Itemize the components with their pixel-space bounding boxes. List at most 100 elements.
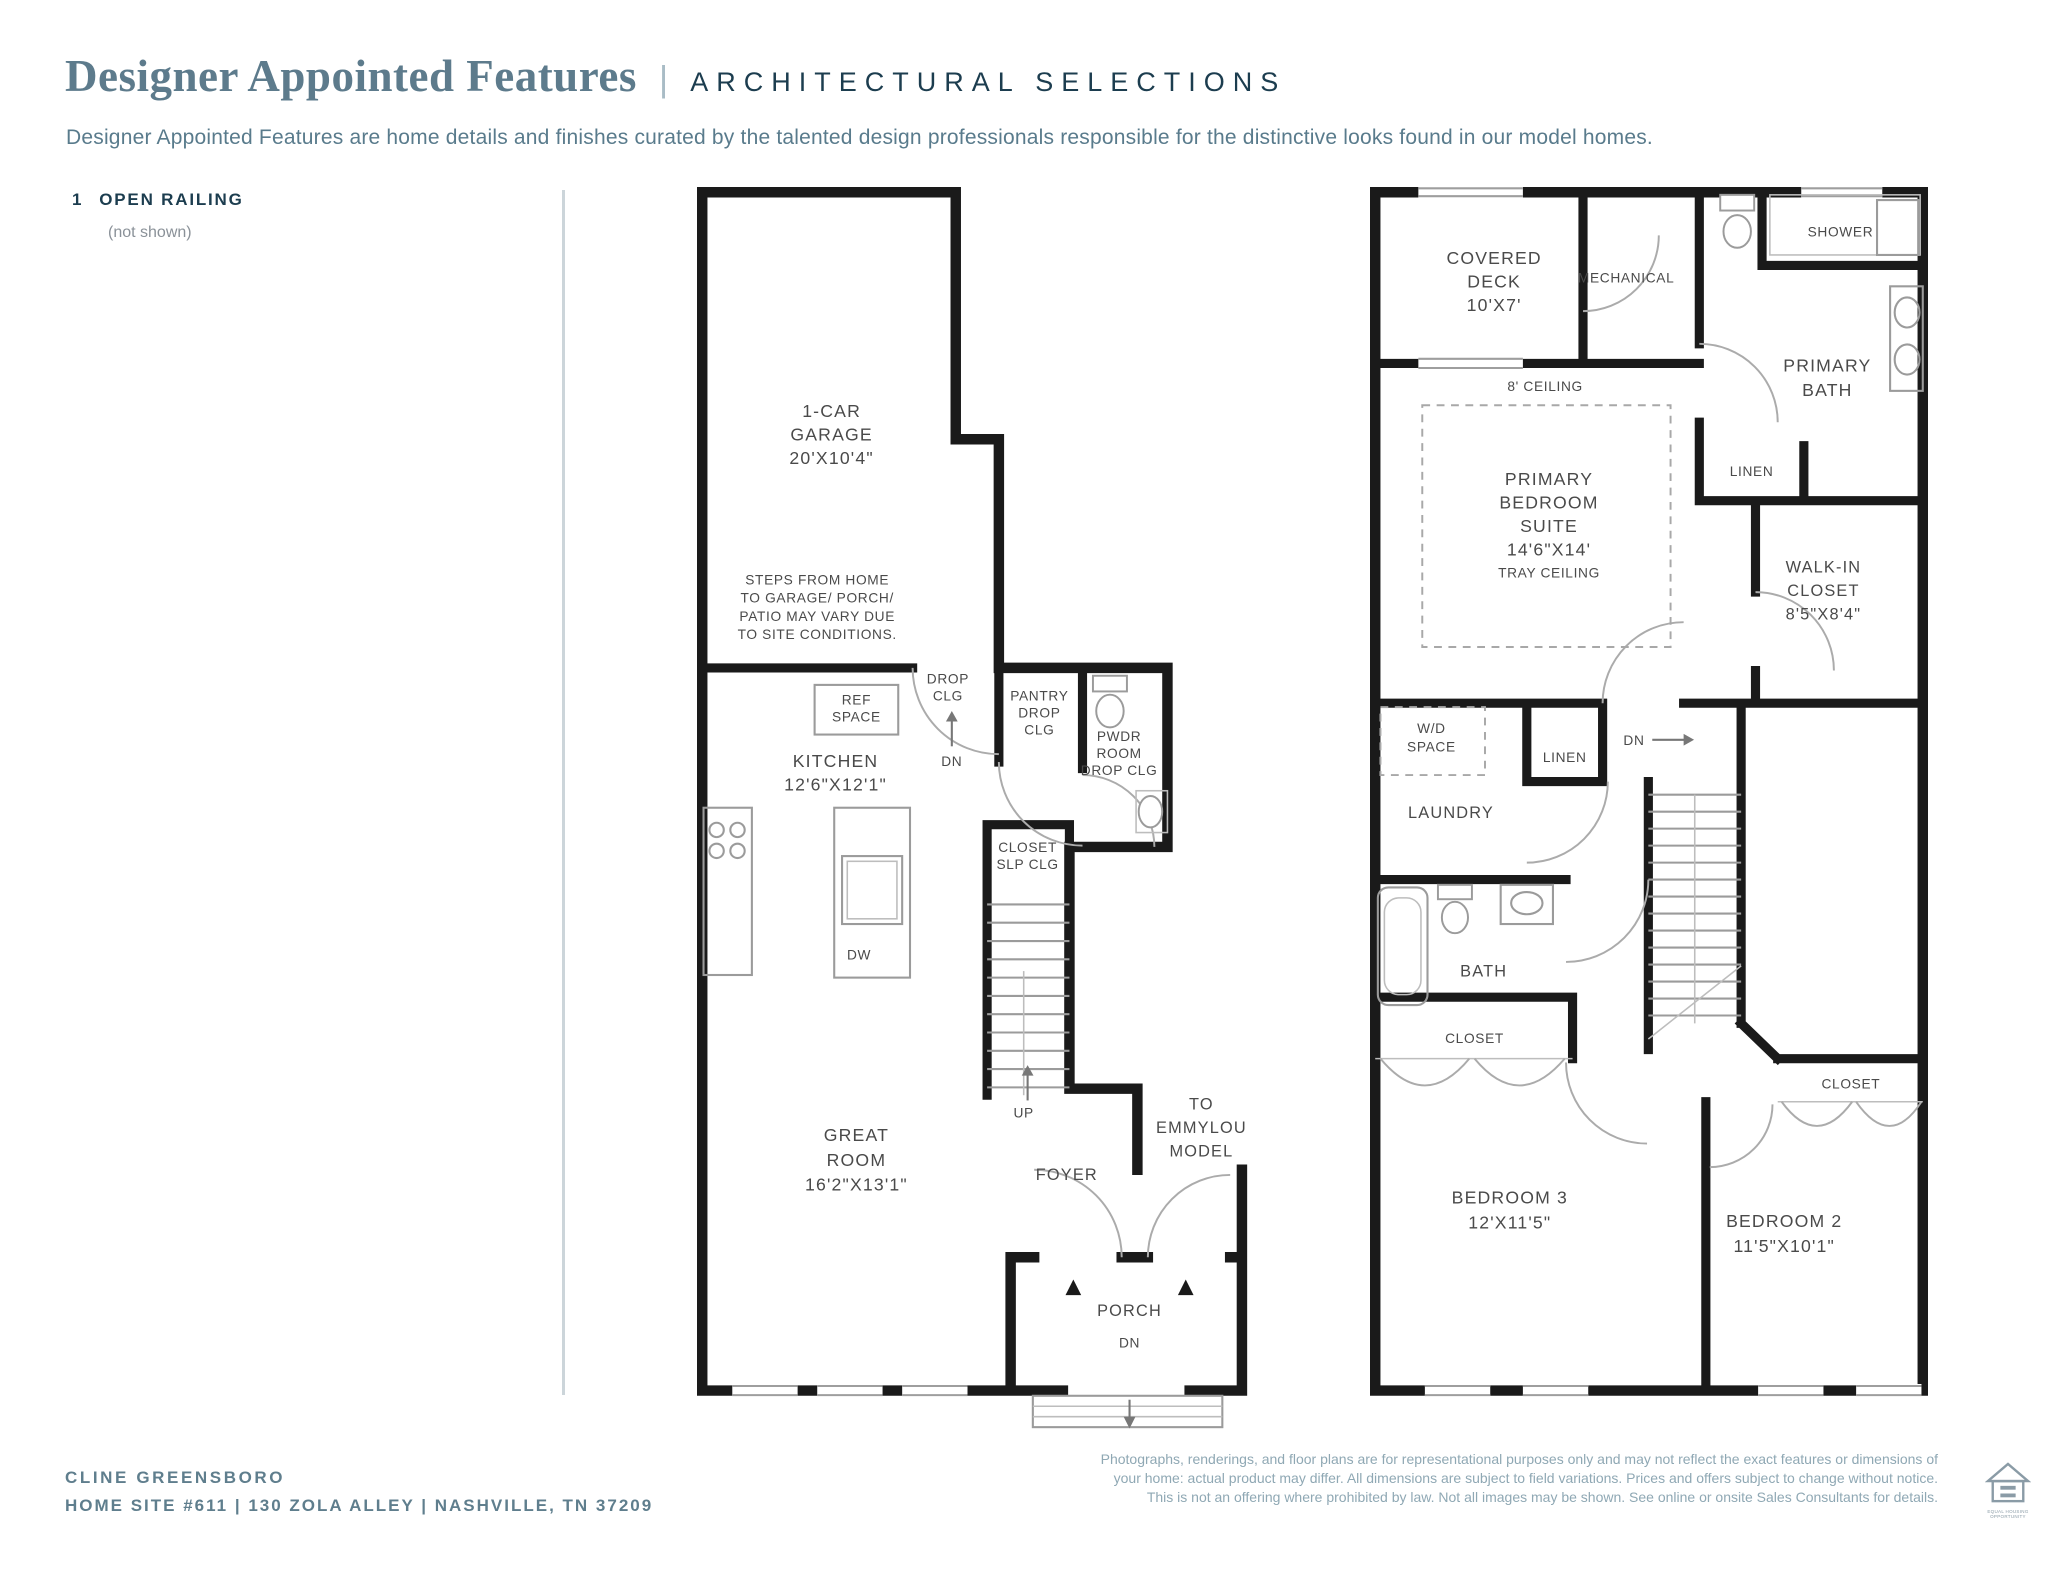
walk-in-closet-label: CLOSET — [1787, 582, 1859, 600]
wd-space-label: SPACE — [1407, 740, 1456, 755]
steps-note: TO GARAGE/ PORCH/ — [741, 591, 894, 606]
mechanical-label: MECHANICAL — [1578, 270, 1674, 285]
primary-suite-label: BEDROOM — [1499, 492, 1598, 512]
primary-suite-label: PRIMARY — [1505, 469, 1593, 489]
header: Designer Appointed Features | ARCHITECTU… — [65, 50, 1286, 102]
up-label: UP — [1014, 1105, 1034, 1120]
hall-toilet — [1436, 883, 1473, 935]
to-emmylou-label: TO — [1189, 1096, 1214, 1114]
closet-label: CLOSET — [998, 840, 1057, 855]
floor-plan-second-floor: COVERED DECK 10'X7' MECHANICAL SHOWER PR… — [1370, 187, 1928, 1398]
disclaimer-line: Photographs, renderings, and floor plans… — [1100, 1451, 1938, 1467]
steps-note: STEPS FROM HOME — [745, 572, 889, 587]
equal-housing-caption: EQUAL HOUSING OPPORTUNITY — [1987, 1509, 2029, 1519]
closet-bed2-label: CLOSET — [1821, 1077, 1880, 1092]
equal-housing-house-icon — [1984, 1462, 2032, 1503]
kitchen-island — [833, 806, 912, 979]
home-site-address: HOME SITE #611 | 130 ZOLA ALLEY | NASHVI… — [65, 1496, 654, 1515]
windows — [1418, 187, 1922, 1398]
powder-room-toilet — [1091, 674, 1128, 729]
brand-name: CLINE GREENSBORO — [65, 1468, 286, 1487]
disclaimer-line: your home: actual product may differ. Al… — [1113, 1470, 1938, 1487]
dn-stairs-arrow — [1652, 733, 1695, 746]
dn-to-garage-arrow — [945, 711, 958, 747]
legal-disclaimer: Photographs, renderings, and floor plans… — [1018, 1450, 1938, 1507]
windows — [732, 1384, 968, 1398]
powder-room-sink — [1135, 789, 1169, 834]
ref-space-label: SPACE — [832, 709, 881, 724]
walk-in-closet-label: WALK-IN — [1786, 559, 1862, 577]
powder-room-label: ROOM — [1096, 746, 1141, 761]
equal-housing-logo: EQUAL HOUSING OPPORTUNITY — [1982, 1462, 2034, 1519]
drop-clg-label: CLG — [933, 689, 963, 704]
hall-sink — [1499, 883, 1554, 926]
covered-deck-label: DECK — [1467, 272, 1521, 292]
primary-suite-label: 14'6"X14' — [1507, 540, 1591, 560]
foyer-label: FOYER — [1036, 1166, 1098, 1184]
ceiling-label: 8' CEILING — [1507, 379, 1582, 394]
pantry-label: PANTRY — [1010, 689, 1068, 704]
bedroom3-label: BEDROOM 3 — [1452, 1188, 1568, 1208]
garage-label: 20'X10'4" — [789, 448, 873, 468]
bath-label: BATH — [1460, 962, 1507, 980]
ref-space-label: REF — [842, 692, 871, 707]
porch-label: PORCH — [1097, 1302, 1162, 1320]
pantry-label: CLG — [1024, 723, 1054, 738]
shower-label: SHOWER — [1808, 225, 1874, 240]
feature-label: OPEN RAILING — [99, 190, 244, 209]
wd-space-label: W/D — [1417, 721, 1446, 736]
shower-stall — [1769, 194, 1921, 257]
bedroom2-label: BEDROOM 2 — [1726, 1211, 1842, 1231]
primary-bath-label: BATH — [1802, 380, 1852, 400]
feature-note: (not shown) — [108, 224, 192, 241]
powder-room-label: PWDR — [1097, 729, 1142, 744]
floor-plan-first-floor: 1-CAR GARAGE 20'X10'4" STEPS FROM HOME T… — [697, 187, 1248, 1429]
bathtub — [1376, 886, 1429, 1007]
great-room-label: 16'2"X13'1" — [805, 1175, 908, 1195]
garage-label: 1-CAR — [802, 401, 861, 421]
primary-suite-label: TRAY CEILING — [1498, 566, 1600, 581]
walk-in-closet-label: 8'5"X8'4" — [1786, 606, 1862, 624]
feature-item-open-railing: 1 OPEN RAILING — [72, 190, 244, 210]
page-subtitle: ARCHITECTURAL SELECTIONS — [690, 67, 1287, 97]
interior-walls — [1370, 187, 1928, 1396]
covered-deck-label: 10'X7' — [1467, 295, 1522, 315]
bedroom3-label: 12'X11'5" — [1468, 1213, 1551, 1233]
primary-vanity — [1889, 285, 1924, 392]
dn-label: DN — [1623, 733, 1644, 748]
dn-porch-arrow — [1123, 1399, 1136, 1429]
closet-bed3-label: CLOSET — [1445, 1031, 1504, 1046]
bedroom2-label: 11'5"X10'1" — [1734, 1236, 1835, 1256]
steps-note: PATIO MAY VARY DUE — [739, 609, 895, 624]
primary-suite-label: SUITE — [1520, 516, 1578, 536]
closet-bifold-doors — [1375, 1057, 1923, 1127]
staircase — [1647, 793, 1742, 1040]
primary-toilet — [1719, 193, 1756, 249]
page-description: Designer Appointed Features are home det… — [66, 126, 1653, 149]
title-separator: | — [658, 58, 669, 99]
pantry-label: DROP — [1018, 706, 1060, 721]
to-emmylou-label: EMMYLOU — [1156, 1119, 1247, 1137]
refrigerator-space — [813, 683, 900, 736]
door-arcs — [1526, 235, 1835, 1169]
laundry-label: LAUNDRY — [1408, 804, 1494, 822]
garage-label: GARAGE — [790, 425, 872, 445]
vertical-divider — [562, 190, 565, 1395]
steps-note: TO SITE CONDITIONS. — [738, 627, 897, 642]
feature-number: 1 — [72, 190, 84, 209]
primary-bath-label: PRIMARY — [1783, 355, 1871, 375]
exterior-walls — [1370, 187, 1928, 1396]
linen-upper-label: LINEN — [1730, 464, 1774, 479]
closet-label: SLP CLG — [996, 857, 1058, 872]
kitchen-counter — [702, 806, 753, 977]
kitchen-label: 12'6"X12'1" — [784, 775, 887, 795]
page-title: Designer Appointed Features — [65, 51, 637, 101]
great-room-label: ROOM — [827, 1150, 887, 1170]
to-emmylou-label: MODEL — [1169, 1143, 1233, 1161]
great-room-label: GREAT — [824, 1125, 889, 1145]
covered-deck-label: COVERED — [1446, 248, 1541, 268]
entry-door-markers — [1065, 1279, 1194, 1296]
powder-room-label: DROP CLG — [1081, 763, 1158, 778]
linen-hall-label: LINEN — [1543, 750, 1587, 765]
